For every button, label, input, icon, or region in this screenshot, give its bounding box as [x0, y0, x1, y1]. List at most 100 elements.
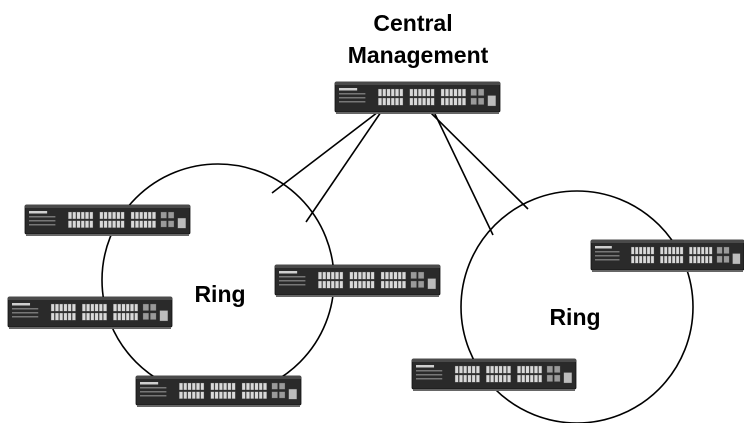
switch-sfp-port	[160, 220, 167, 228]
switch-port	[502, 374, 507, 383]
switch-brand-mark	[416, 365, 435, 368]
switch-port	[382, 88, 387, 97]
switch-port	[426, 97, 431, 106]
switch-port	[258, 382, 263, 391]
switch-sfp-port	[478, 88, 485, 96]
switch-led-row	[12, 308, 39, 310]
switch-port	[120, 211, 125, 220]
switch-port	[399, 88, 404, 97]
switch-port	[59, 312, 63, 321]
switch-sfp-port	[160, 211, 167, 219]
switch-port	[459, 365, 463, 374]
switch-port	[330, 280, 335, 289]
switch-port	[402, 280, 406, 289]
switch-base	[26, 234, 189, 236]
switch-port	[378, 97, 382, 106]
switch-base	[336, 112, 499, 114]
switch-port	[395, 88, 399, 97]
switch-sfp-port	[418, 280, 425, 288]
network-switch-icon	[24, 204, 191, 236]
switch-port	[708, 246, 713, 255]
switch-port	[366, 271, 371, 280]
switch-port	[339, 271, 344, 280]
switch-sfp-port	[150, 312, 157, 320]
switch-port	[335, 280, 339, 289]
switch-port	[103, 211, 108, 220]
switch-port	[634, 255, 639, 264]
switch-sfp-port	[168, 211, 175, 219]
switch-sfp-port	[554, 374, 561, 382]
switch-port	[402, 271, 406, 280]
switch-port	[671, 255, 676, 264]
switch-port	[94, 312, 99, 321]
switch-port	[697, 255, 701, 264]
switch-port	[231, 391, 236, 399]
switch-port	[108, 220, 112, 228]
switch-port	[335, 271, 339, 280]
switch-port	[462, 97, 466, 106]
switch-port	[227, 382, 232, 391]
switch-port	[72, 303, 76, 312]
switch-port	[72, 312, 76, 321]
switch-sfp-port	[271, 382, 278, 390]
switch-port	[418, 88, 422, 97]
switch-port	[86, 303, 90, 312]
switch-port	[254, 382, 259, 391]
switch-port	[99, 220, 104, 228]
switch-sfp-port	[546, 374, 553, 382]
switch-port	[490, 365, 494, 374]
switch-port	[538, 374, 543, 383]
switch-sfp-port	[716, 255, 723, 263]
switch-led-row	[140, 391, 167, 393]
switch-led-row	[339, 93, 366, 95]
switch-port	[704, 246, 709, 255]
switch-port	[529, 374, 534, 383]
title-line-2: Management	[348, 42, 489, 68]
switch-port	[638, 255, 643, 264]
switch-port	[130, 220, 135, 228]
switch-port	[693, 246, 697, 255]
switch-port	[89, 220, 94, 228]
switch-port	[664, 255, 668, 264]
switch-port	[250, 382, 255, 391]
network-switch-icon	[135, 375, 302, 407]
ring-2-label: Ring	[549, 304, 600, 330]
switch-led-row	[595, 251, 620, 253]
switch-port	[130, 303, 134, 312]
switch-port	[538, 365, 543, 374]
switch-port	[422, 97, 426, 106]
switch-base	[413, 389, 575, 391]
switch-port	[135, 220, 139, 228]
switch-port	[330, 271, 335, 280]
switch-port	[67, 303, 72, 312]
switch-port	[679, 255, 684, 264]
switch-port	[679, 246, 684, 255]
switch-console-port	[487, 95, 497, 107]
switch-led-row	[140, 395, 167, 397]
switch-port	[147, 211, 152, 220]
switch-port	[457, 97, 462, 106]
switch-port	[453, 97, 458, 106]
switch-port	[103, 220, 108, 228]
switch-port	[498, 374, 503, 383]
switch-port	[463, 374, 468, 383]
switch-port	[86, 312, 90, 321]
switch-brand-mark	[279, 271, 298, 274]
switch-port	[134, 312, 139, 321]
switch-top-edge	[8, 297, 172, 300]
switch-port	[353, 280, 358, 289]
switch-port	[697, 246, 701, 255]
switch-port	[467, 374, 472, 383]
switch-port	[454, 374, 459, 383]
switch-port	[517, 365, 521, 374]
switch-port	[382, 97, 387, 106]
switch-port	[521, 365, 526, 374]
switch-port	[675, 246, 680, 255]
switch-port	[108, 211, 112, 220]
switch-port	[139, 211, 144, 220]
switch-port	[486, 365, 490, 374]
switch-port	[223, 391, 227, 399]
switch-port	[507, 374, 511, 383]
switch-top-edge	[412, 359, 576, 362]
